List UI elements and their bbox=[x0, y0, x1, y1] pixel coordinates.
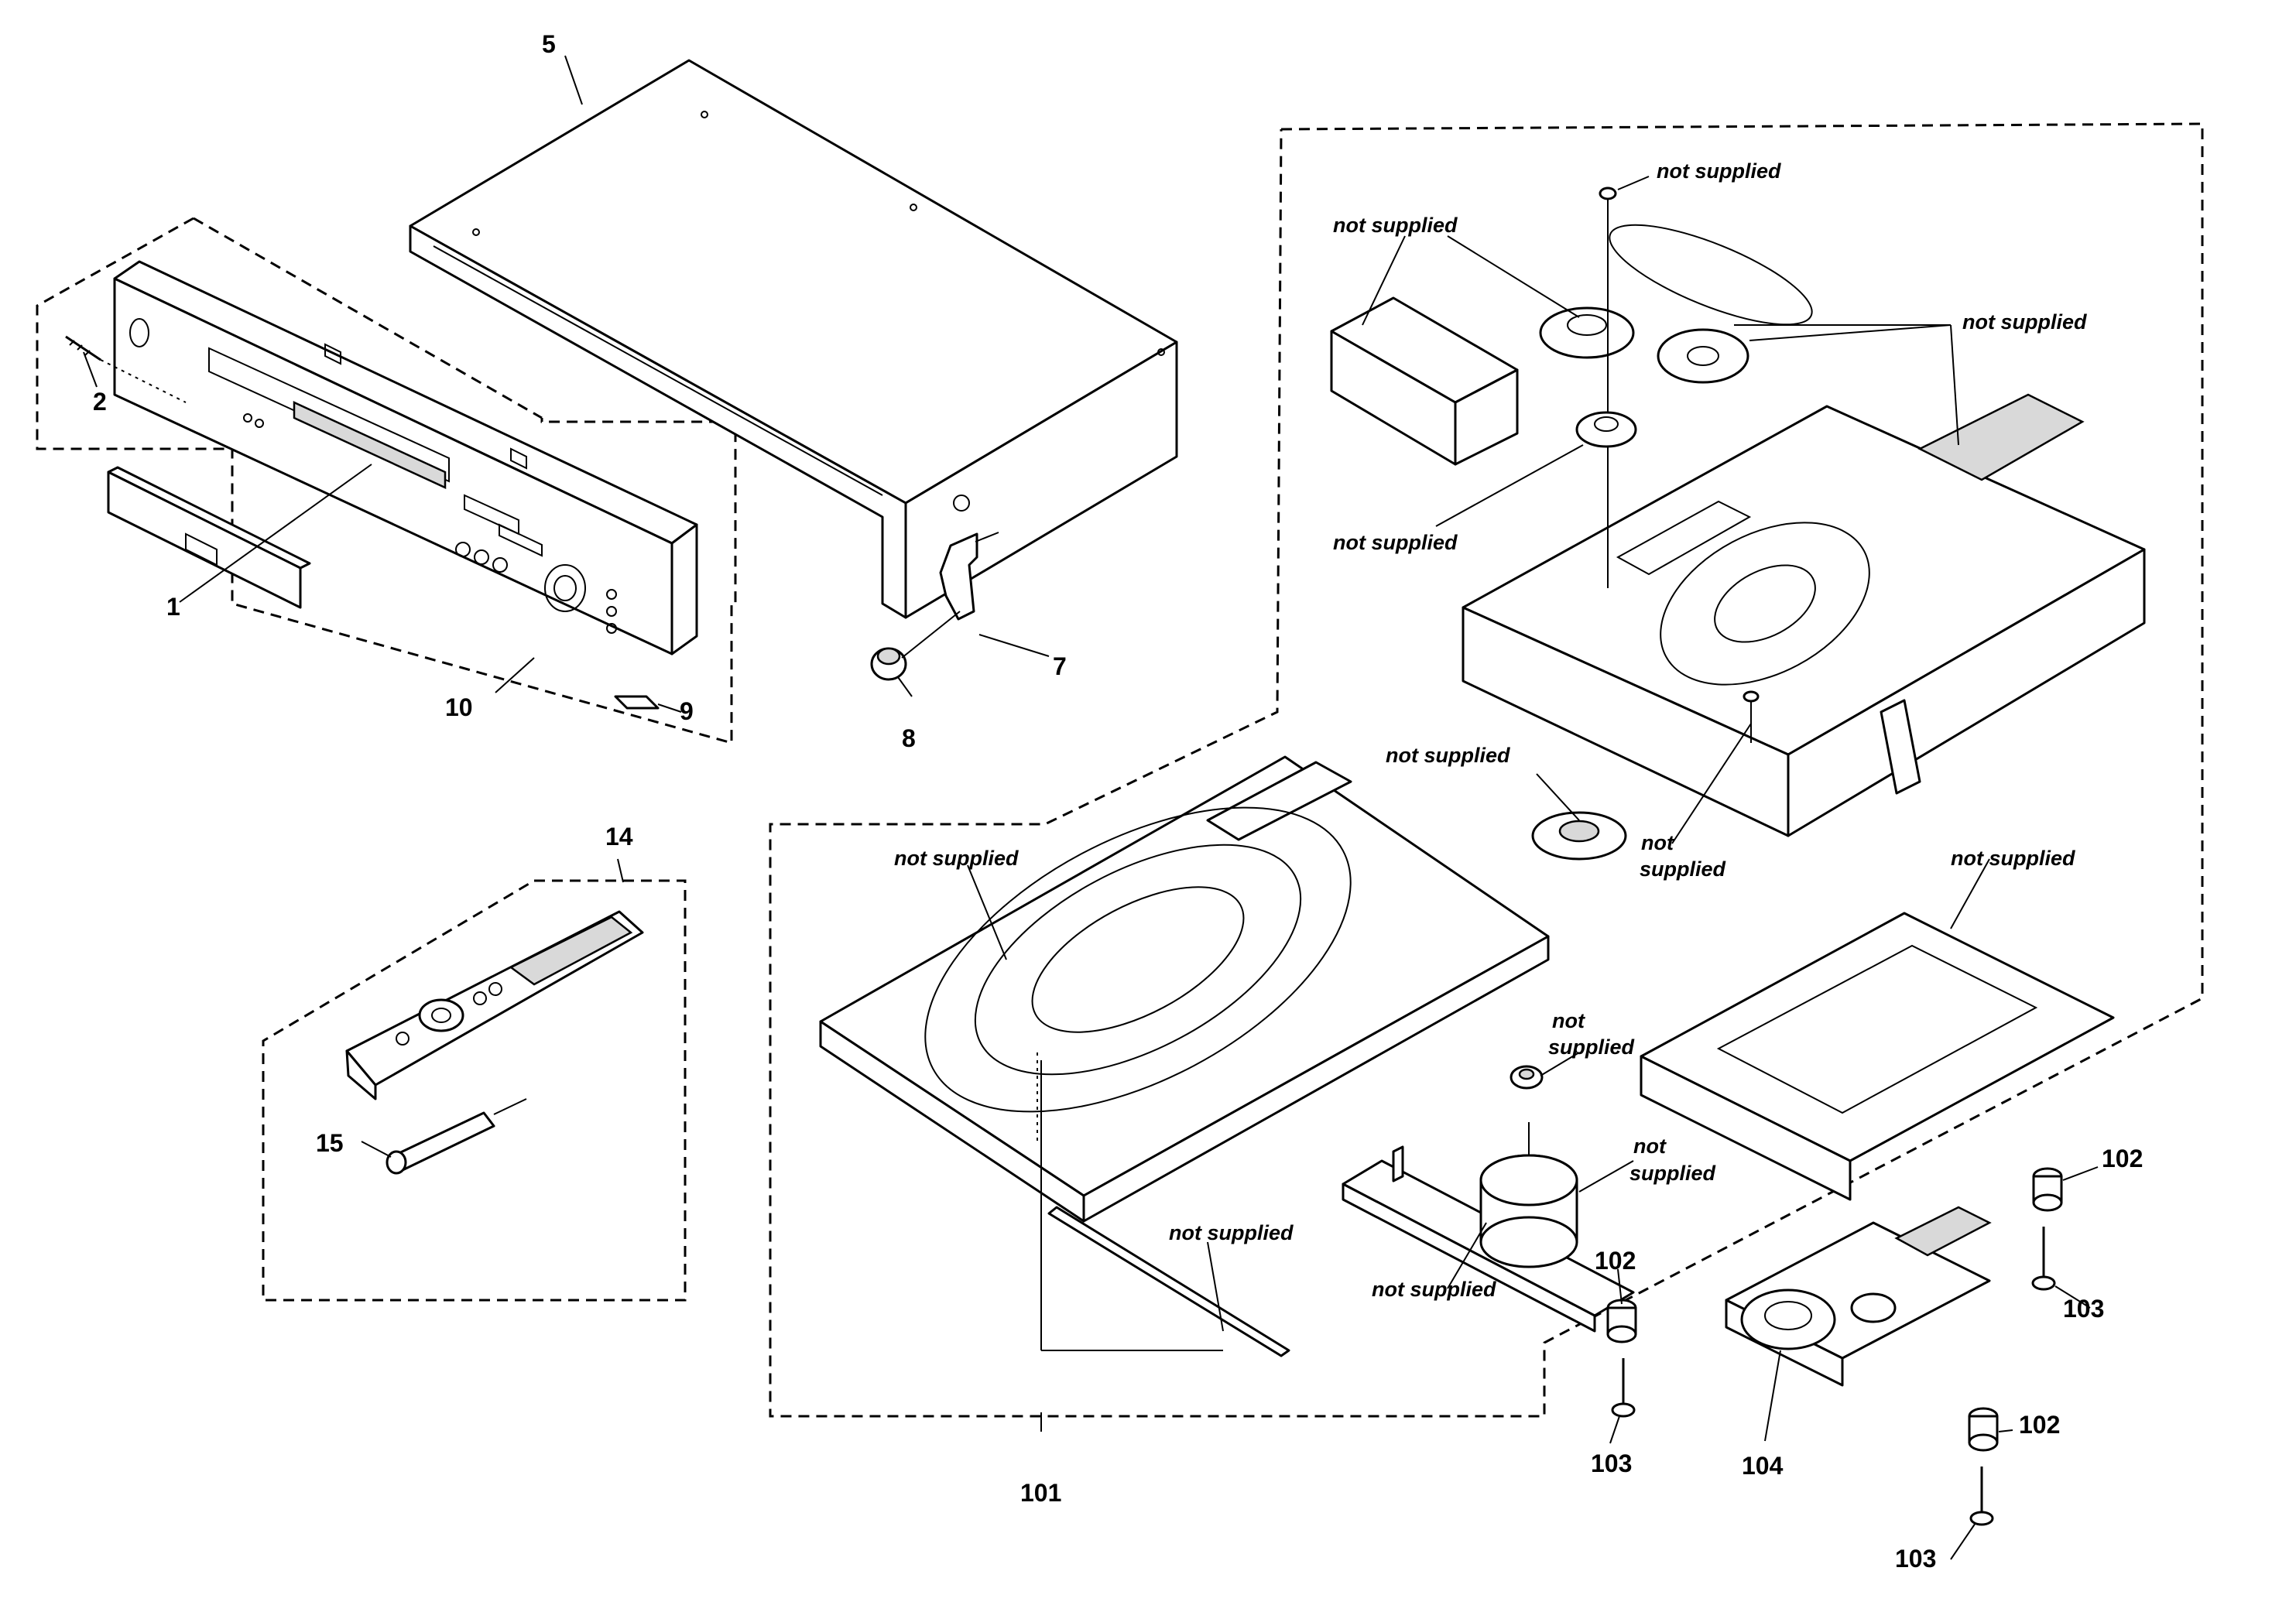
screw-103-right bbox=[2031, 1227, 2056, 1291]
screw-103-bottom bbox=[1969, 1467, 1994, 1526]
motor-cap bbox=[1510, 1065, 1544, 1090]
note-strip: not supplied bbox=[1169, 1221, 1294, 1244]
note-belt: not supplied bbox=[1962, 310, 2087, 334]
damper-102-right bbox=[2032, 1167, 2063, 1212]
callout-102-right: 102 bbox=[2102, 1145, 2143, 1172]
callout-9: 9 bbox=[680, 697, 694, 725]
front-panel bbox=[113, 260, 698, 655]
screw-2 bbox=[65, 335, 187, 403]
note-turntable: not supplied bbox=[1386, 744, 1510, 767]
leader-lines bbox=[83, 55, 2099, 1560]
callout-7: 7 bbox=[1053, 652, 1067, 680]
note-motor-line2: supplied bbox=[1629, 1162, 1716, 1185]
cam-plate bbox=[1657, 328, 1749, 384]
note-stud-line1: not bbox=[1641, 831, 1674, 854]
turntable bbox=[1531, 811, 1627, 861]
damper-102-left bbox=[1606, 1299, 1637, 1343]
optical-pickup bbox=[1725, 1206, 1992, 1387]
callout-8: 8 bbox=[902, 724, 916, 752]
note-cap-line1: not bbox=[1552, 1009, 1585, 1032]
button-8 bbox=[870, 647, 907, 681]
note-tray: not supplied bbox=[894, 847, 1019, 870]
battery-cover-15 bbox=[386, 1111, 495, 1175]
callout-101: 101 bbox=[1020, 1479, 1061, 1507]
callout-102-bottom: 102 bbox=[2019, 1411, 2060, 1439]
optical-holder-frame bbox=[1640, 912, 2115, 1201]
mechanism-chassis bbox=[1462, 393, 2146, 837]
tray-strip bbox=[1047, 1206, 1290, 1357]
loading-gear-box bbox=[1330, 296, 1519, 466]
top-screw bbox=[1599, 187, 1617, 588]
callout-103-left: 103 bbox=[1591, 1449, 1632, 1477]
drive-gear bbox=[1539, 306, 1635, 359]
callout-2: 2 bbox=[93, 388, 107, 416]
callout-104: 104 bbox=[1742, 1452, 1784, 1480]
stud-screw bbox=[1743, 690, 1760, 743]
callout-102-left: 102 bbox=[1595, 1247, 1636, 1275]
not-supplied-notes: not supplied not supplied not supplied n… bbox=[894, 159, 2087, 1301]
front-panel-group-box-top bbox=[193, 217, 543, 419]
callout-103-right: 103 bbox=[2063, 1295, 2104, 1323]
light-guide-9 bbox=[614, 695, 660, 710]
disc-tray bbox=[819, 755, 1550, 1223]
lever-7 bbox=[901, 532, 999, 659]
note-cap-line2: supplied bbox=[1548, 1035, 1635, 1059]
note-gearbox: not supplied bbox=[1333, 214, 1458, 237]
callout-numbers: 5 2 1 10 9 7 8 14 15 101 102 102 102 103… bbox=[93, 30, 2143, 1573]
spindle-motor bbox=[1479, 1122, 1578, 1268]
note-stud-line2: supplied bbox=[1640, 857, 1726, 881]
callout-15: 15 bbox=[316, 1129, 344, 1157]
drive-belt bbox=[1609, 224, 1813, 326]
callout-1: 1 bbox=[166, 593, 180, 621]
display-window bbox=[107, 466, 311, 609]
callout-10: 10 bbox=[445, 693, 473, 721]
remote-control bbox=[345, 910, 644, 1100]
callout-103-bottom: 103 bbox=[1895, 1545, 1936, 1573]
mechanism-group-box bbox=[769, 122, 2204, 1418]
callout-5: 5 bbox=[542, 30, 556, 58]
remote-group-box bbox=[262, 879, 687, 1302]
note-top-screw: not supplied bbox=[1657, 159, 1781, 183]
callout-14: 14 bbox=[605, 823, 633, 850]
pulley bbox=[1575, 411, 1637, 448]
screw-103-left bbox=[1611, 1358, 1636, 1418]
note-motor-line1: not bbox=[1633, 1135, 1667, 1158]
note-pulley: not supplied bbox=[1333, 531, 1458, 554]
note-holder: not supplied bbox=[1951, 847, 2075, 870]
note-board: not supplied bbox=[1372, 1278, 1496, 1301]
front-panel-group-box bbox=[36, 217, 737, 744]
damper-102-bottom bbox=[1968, 1407, 1999, 1452]
